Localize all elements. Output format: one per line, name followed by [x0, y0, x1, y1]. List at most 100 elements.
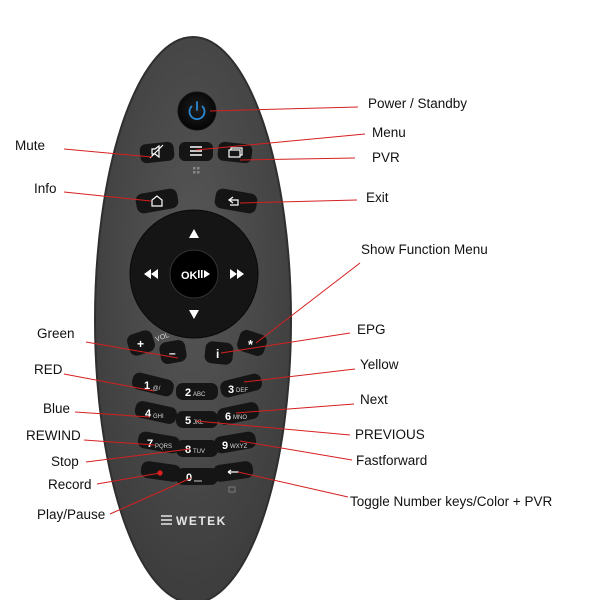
key-3-num: 3 — [228, 384, 234, 396]
leader-power — [209, 106, 359, 112]
key-8[interactable] — [176, 440, 218, 457]
key-1[interactable] — [130, 371, 175, 398]
leader-epg — [220, 332, 351, 354]
leader-mute — [63, 148, 153, 158]
toggle-arrow-icon — [227, 469, 239, 475]
pvr-icon — [228, 147, 243, 158]
leader-pvr — [239, 157, 356, 161]
label-play-pause: Play/Pause — [37, 507, 106, 522]
leader-playpause — [109, 477, 192, 515]
key-7-sub: PQRS — [155, 444, 172, 450]
ok-label: OK — [181, 270, 198, 282]
key-3-sub: DEF — [236, 388, 248, 394]
key-5-sub: JKL — [193, 420, 204, 426]
key-6-num: 6 — [225, 411, 231, 423]
info-i-label: i — [216, 347, 219, 361]
exit-back-button[interactable] — [214, 188, 259, 215]
label-yellow: Yellow — [360, 357, 399, 372]
dpad-ring-groove — [169, 249, 219, 299]
label-blue: Blue — [43, 401, 71, 416]
leader-next — [235, 403, 355, 414]
label-info: Info — [34, 181, 57, 196]
leader-green — [85, 341, 179, 359]
leader-lines — [63, 106, 366, 515]
label-record: Record — [48, 477, 92, 492]
power-icon — [188, 101, 206, 120]
key-4-sub: GHI — [153, 414, 164, 420]
leader-rewind — [83, 439, 156, 446]
label-exit: Exit — [366, 190, 389, 205]
vol-label: VOL — [155, 332, 171, 343]
back-arrow-icon — [228, 196, 239, 206]
leader-info — [63, 191, 152, 202]
rewind-left-icon[interactable] — [144, 269, 158, 279]
leader-yellow — [243, 368, 356, 383]
key-1-sub: .@/ — [151, 386, 161, 392]
key-9-num: 9 — [222, 440, 228, 452]
home-icon — [151, 195, 163, 207]
leader-blue — [74, 411, 151, 418]
key-5-num: 5 — [185, 415, 191, 427]
key-5[interactable] — [176, 411, 218, 428]
label-show-function-menu: Show Function Menu — [361, 242, 488, 257]
label-green: Green — [37, 326, 75, 341]
leader-previous — [195, 420, 351, 436]
key-7-num: 7 — [147, 438, 153, 450]
small-grid-icon — [193, 167, 200, 174]
leader-record — [96, 472, 161, 485]
label-stop: Stop — [51, 454, 79, 469]
key-9[interactable] — [213, 430, 257, 454]
menu-icon — [190, 146, 202, 156]
key-2[interactable] — [176, 383, 218, 400]
info-i-button[interactable] — [204, 341, 234, 366]
star-label: * — [248, 337, 254, 352]
volume-minus-button[interactable] — [158, 339, 187, 365]
volume-plus-button[interactable] — [125, 329, 157, 358]
label-epg: EPG — [357, 322, 386, 337]
info-home-button[interactable] — [135, 188, 180, 215]
leader-function — [255, 262, 361, 344]
brand-logo: WETEK — [176, 514, 227, 528]
key-6[interactable] — [216, 401, 261, 426]
leader-exit — [239, 199, 358, 204]
small-mode-icon — [228, 486, 236, 493]
fastforward-right-icon[interactable] — [230, 269, 244, 279]
key-0[interactable] — [176, 468, 218, 485]
key-1-num: 1 — [144, 380, 150, 392]
key-2-sub: ABC — [193, 392, 206, 398]
leader-fastforward — [239, 440, 353, 461]
key-3[interactable] — [219, 372, 264, 399]
dpad-down-icon[interactable] — [189, 310, 199, 319]
label-fastforward: Fastforward — [356, 453, 428, 468]
leader-red — [63, 373, 155, 392]
dpad-up-icon[interactable] — [189, 229, 199, 238]
menu-lines-logo-icon — [161, 515, 172, 525]
key-4[interactable] — [134, 400, 179, 425]
play-pause-icon — [198, 270, 210, 278]
leader-toggle — [237, 471, 349, 498]
leader-stop — [85, 448, 191, 463]
key-8-sub: TUV — [193, 449, 205, 455]
label-pvr: PVR — [372, 150, 400, 165]
key-7[interactable] — [137, 430, 181, 454]
label-mute: Mute — [15, 138, 46, 153]
key-6-sub: MNO — [233, 415, 247, 421]
label-rewind: REWIND — [26, 428, 81, 443]
key-9-sub: WXYZ — [230, 444, 248, 450]
label-toggle: Toggle Number keys/Color + PVR — [350, 494, 553, 509]
label-power-standby: Power / Standby — [368, 96, 468, 111]
volume-minus-label: – — [169, 346, 176, 360]
leader-menu — [195, 133, 366, 151]
mute-icon — [149, 144, 164, 159]
volume-plus-label: + — [137, 337, 144, 351]
label-red: RED — [34, 362, 63, 377]
key-2-num: 2 — [185, 387, 191, 399]
label-next: Next — [360, 392, 388, 407]
mute-button[interactable] — [139, 141, 175, 164]
key-4-num: 4 — [145, 408, 152, 420]
label-menu: Menu — [372, 125, 406, 140]
label-previous: PREVIOUS — [355, 427, 425, 442]
key-8-num: 8 — [185, 444, 191, 456]
